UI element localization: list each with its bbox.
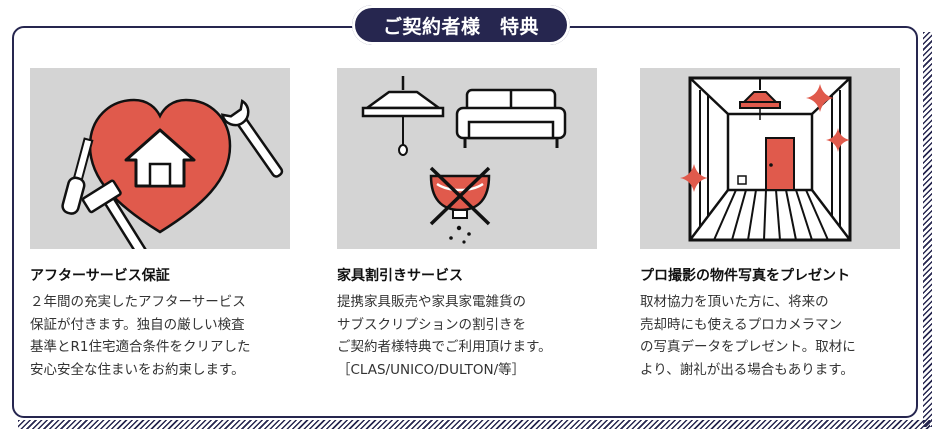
- card-heading: 家具割引きサービス: [337, 268, 463, 284]
- room-photo-sparkles-icon: [640, 68, 900, 249]
- card-pro-photo: プロ撮影の物件写真をプレゼント 取材協力を頂いた方に、将来の 売却時にも使えるプ…: [640, 68, 900, 381]
- shadow-stripe-right: [923, 32, 932, 427]
- card-heading: アフターサービス保証: [30, 268, 170, 284]
- shadow-stripe-bottom: [18, 420, 930, 429]
- lamp-sofa-bowl-icon: [337, 68, 597, 249]
- heart-house-tools-icon: [30, 68, 290, 249]
- card-heading: プロ撮影の物件写真をプレゼント: [640, 268, 850, 284]
- card-body: ２年間の充実したアフターサービス 保証が付きます。独自の厳しい検査 基準とR1住…: [30, 294, 251, 378]
- card-after-service: アフターサービス保証 ２年間の充実したアフターサービス 保証が付きます。独自の厳…: [30, 68, 290, 381]
- benefits-title: ご契約者様 特典: [352, 5, 570, 45]
- card-body: 提携家具販売や家具家電雑貨の サブスクリプションの割引きを ご契約者様特典でご利…: [337, 294, 552, 378]
- card-body: 取材協力を頂いた方に、将来の 売却時にも使えるプロカメラマン の写真データをプレ…: [640, 294, 856, 378]
- card-furniture-discount: 家具割引きサービス 提携家具販売や家具家電雑貨の サブスクリプションの割引きを …: [337, 68, 597, 381]
